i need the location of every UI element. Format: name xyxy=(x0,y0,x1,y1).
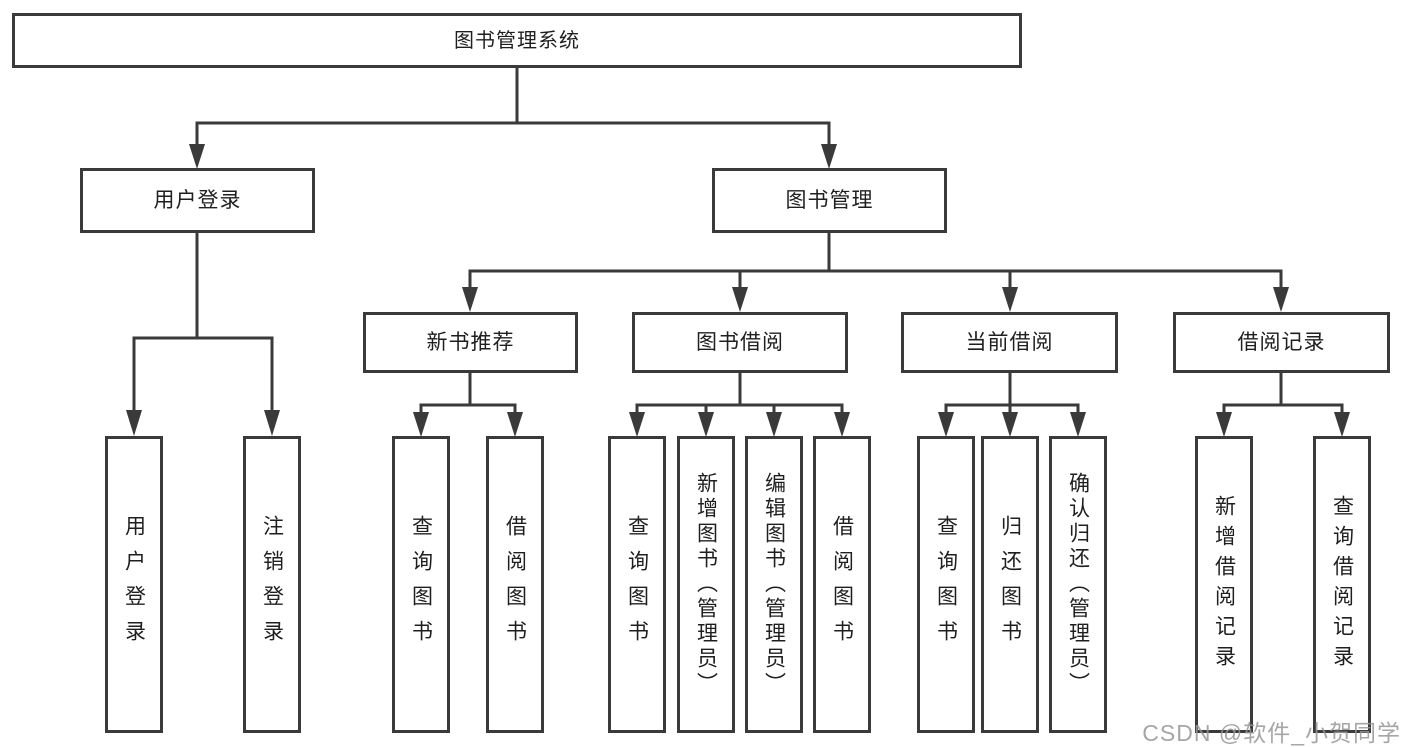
leaf-query-books-current: 查询图书 xyxy=(917,436,975,733)
leaf-add-book-admin: 新增图书（管理员） xyxy=(677,436,735,733)
leaf-confirm-return-admin: 确认归还（管理员） xyxy=(1049,436,1107,733)
node-new-book-recommend: 新书推荐 xyxy=(363,312,578,373)
leaf-edit-book-admin: 编辑图书（管理员） xyxy=(745,436,803,733)
node-root: 图书管理系统 xyxy=(12,13,1022,68)
leaf-borrow-books-borrowing: 借阅图书 xyxy=(813,436,871,733)
leaf-query-books-recommend: 查询图书 xyxy=(392,436,450,733)
leaf-query-borrow-record: 查询借阅记录 xyxy=(1313,436,1371,733)
leaf-add-borrow-record: 新增借阅记录 xyxy=(1195,436,1253,733)
leaf-borrow-books-recommend: 借阅图书 xyxy=(486,436,544,733)
leaf-return-book: 归还图书 xyxy=(981,436,1039,733)
leaf-query-books-borrowing: 查询图书 xyxy=(608,436,666,733)
node-current-borrowing: 当前借阅 xyxy=(901,312,1118,373)
leaf-logout: 注销登录 xyxy=(243,436,301,733)
node-user-login-branch: 用户登录 xyxy=(80,168,315,233)
node-book-borrowing: 图书借阅 xyxy=(632,312,848,373)
node-book-management: 图书管理 xyxy=(712,168,947,233)
node-borrowing-records: 借阅记录 xyxy=(1173,312,1390,373)
leaf-user-login: 用户登录 xyxy=(105,436,163,733)
watermark: CSDN @软件_小贺同学 xyxy=(1142,720,1401,746)
